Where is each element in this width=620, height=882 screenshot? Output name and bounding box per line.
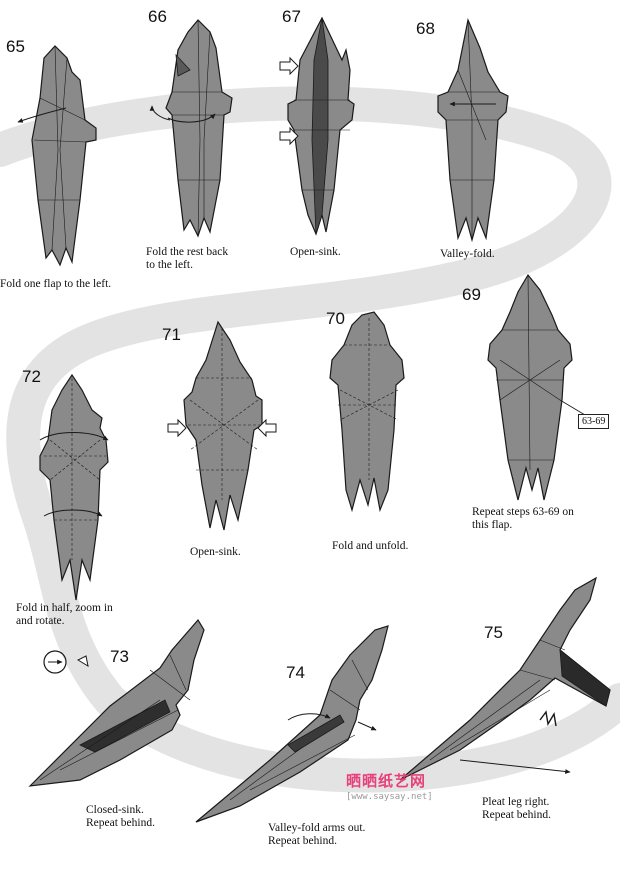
model-step-72 — [39, 373, 109, 601]
step-number-70: 70 — [326, 309, 345, 328]
step-number-71: 71 — [162, 325, 181, 344]
step-number-74: 74 — [286, 663, 305, 682]
step-number-72: 72 — [22, 367, 41, 386]
step-caption-65: Fold one flap to the left. — [0, 278, 112, 290]
model-step-70 — [329, 311, 405, 513]
rotate-symbol-icon — [43, 650, 67, 674]
model-step-69 — [487, 273, 591, 501]
step-caption-68: Valley-fold. — [440, 248, 495, 260]
step-caption-66: Fold the rest back to the left. — [146, 246, 229, 271]
step-caption-69: Repeat steps 63-69 on this flap. — [472, 506, 574, 531]
step-number-75: 75 — [484, 623, 503, 642]
step-reference-box: 63-69 — [578, 414, 610, 429]
model-step-71 — [167, 320, 277, 531]
model-step-66 — [149, 19, 233, 238]
push-arrow-icon — [279, 126, 299, 146]
step-number-73: 73 — [110, 647, 129, 666]
step-caption-74: Valley-fold arms out. Repeat behind. — [268, 822, 366, 847]
push-arrow-icon — [279, 56, 299, 76]
step-number-66: 66 — [148, 7, 167, 26]
step-number-65: 65 — [6, 37, 25, 56]
step-caption-70: Fold and unfold. — [332, 540, 409, 552]
model-step-75 — [399, 576, 611, 781]
model-step-67 — [279, 16, 355, 236]
step-caption-71: Open-sink. — [190, 546, 241, 558]
watermark-title: 晒晒纸艺网 — [346, 772, 427, 790]
model-step-73 — [28, 618, 205, 787]
watermark-url: [www.saysay.net] — [346, 792, 433, 802]
step-number-67: 67 — [282, 7, 301, 26]
step-number-69: 69 — [462, 285, 481, 304]
push-arrow-icon — [257, 418, 277, 438]
step-caption-67: Open-sink. — [290, 246, 341, 258]
model-step-65 — [17, 45, 97, 267]
step-caption-73: Closed-sink. Repeat behind. — [86, 804, 155, 829]
step-number-68: 68 — [416, 19, 435, 38]
model-step-68 — [437, 17, 509, 243]
model-step-74 — [195, 625, 389, 823]
zoom-arrow-icon — [76, 655, 89, 668]
pleat-symbol-icon — [539, 710, 557, 727]
step-caption-75: Pleat leg right. Repeat behind. — [482, 796, 551, 821]
step-caption-72: Fold in half, zoom in and rotate. — [16, 602, 113, 627]
background-swoosh — [0, 86, 620, 793]
push-arrow-icon — [167, 418, 187, 438]
